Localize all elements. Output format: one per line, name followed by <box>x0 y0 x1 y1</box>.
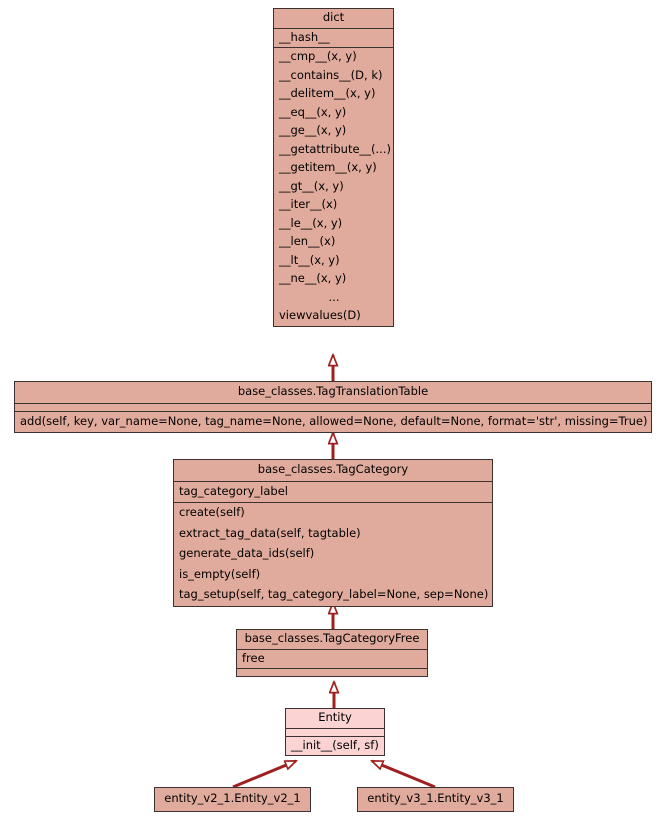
method-row: __getattribute__(...) <box>279 141 391 156</box>
method-row: create(self) <box>179 505 245 519</box>
class-name-compartment: base_classes.TagCategory <box>174 460 492 481</box>
method-row: generate_data_ids(self) <box>179 546 315 560</box>
method-row: __ne__(x, y) <box>279 271 347 285</box>
attributes-compartment: __hash__ <box>274 27 393 48</box>
class-name: base_classes.TagCategory <box>257 462 409 476</box>
class-name: base_classes.TagCategoryFree <box>244 631 420 645</box>
attribute-row: free <box>242 650 265 665</box>
attributes-compartment <box>286 727 384 736</box>
attributes-compartment: free <box>237 648 427 669</box>
class-name: Entity <box>318 710 352 724</box>
class-name-compartment: Entity <box>286 709 384 728</box>
method-row: __cmp__(x, y) <box>279 49 357 63</box>
method-row: extract_tag_data(self, tagtable) <box>179 525 361 540</box>
methods-compartment: __init__(self, sf) <box>286 735 384 756</box>
method-row: viewvalues(D) <box>279 308 361 322</box>
class-name-compartment: base_classes.TagCategoryFree <box>237 630 427 649</box>
attributes-compartment <box>15 402 651 411</box>
method-row: __lt__(x, y) <box>279 252 340 267</box>
empty-attributes <box>286 729 384 736</box>
class-box-entity-v2-1[interactable]: entity_v2_1.Entity_v2_1 <box>154 787 311 812</box>
methods-compartment: __cmp__(x, y) __contains__(D, k) __delit… <box>274 47 393 326</box>
method-row: add(self, key, var_name=None, tag_name=N… <box>20 413 648 428</box>
method-row: __contains__(D, k) <box>279 67 383 82</box>
method-row: is_empty(self) <box>179 566 261 581</box>
attributes-compartment: tag_category_label <box>174 480 492 503</box>
attribute-row: tag_category_label <box>179 483 288 498</box>
method-row: __le__(x, y) <box>279 215 343 230</box>
methods-compartment <box>237 668 427 676</box>
method-row: __ge__(x, y) <box>279 123 347 137</box>
empty-attributes <box>15 404 651 411</box>
class-name-compartment: base_classes.TagTranslationTable <box>15 382 651 403</box>
method-row: __len__(x) <box>279 234 336 248</box>
class-box-tagcategory[interactable]: base_classes.TagCategory tag_category_la… <box>173 459 493 607</box>
class-name: entity_v2_1.Entity_v2_1 <box>164 791 301 805</box>
class-name-compartment: entity_v3_1.Entity_v3_1 <box>358 788 513 811</box>
class-name-compartment: dict <box>274 9 393 28</box>
attribute-row: __hash__ <box>279 29 330 44</box>
method-row: __gt__(x, y) <box>279 178 344 193</box>
class-name-compartment: entity_v2_1.Entity_v2_1 <box>155 788 310 811</box>
class-name: base_classes.TagTranslationTable <box>237 384 429 398</box>
class-box-dict[interactable]: dict __hash__ __cmp__(x, y) __contains__… <box>273 8 394 327</box>
method-row: __init__(self, sf) <box>291 737 379 752</box>
method-row: tag_setup(self, tag_category_label=None,… <box>179 587 489 601</box>
edge-entityv31-to-entity <box>372 759 436 789</box>
method-row: __eq__(x, y) <box>279 104 347 119</box>
method-row-ellipsis: ... <box>328 289 340 304</box>
class-box-entity[interactable]: Entity __init__(self, sf) <box>285 708 385 756</box>
class-box-entity-v3-1[interactable]: entity_v3_1.Entity_v3_1 <box>357 787 514 812</box>
method-row: __delitem__(x, y) <box>279 86 376 100</box>
class-box-tagcategoryfree[interactable]: base_classes.TagCategoryFree free <box>236 629 428 677</box>
class-box-tagtranslationtable[interactable]: base_classes.TagTranslationTable add(sel… <box>14 381 652 433</box>
method-row: __iter__(x) <box>279 197 338 211</box>
empty-methods <box>237 669 427 676</box>
method-row: __getitem__(x, y) <box>279 160 377 174</box>
methods-compartment: create(self) extract_tag_data(self, tagt… <box>174 502 492 606</box>
class-name: entity_v3_1.Entity_v3_1 <box>367 791 504 805</box>
methods-compartment: add(self, key, var_name=None, tag_name=N… <box>15 410 651 433</box>
class-name: dict <box>322 10 345 24</box>
edge-entityv21-to-entity <box>232 759 296 789</box>
